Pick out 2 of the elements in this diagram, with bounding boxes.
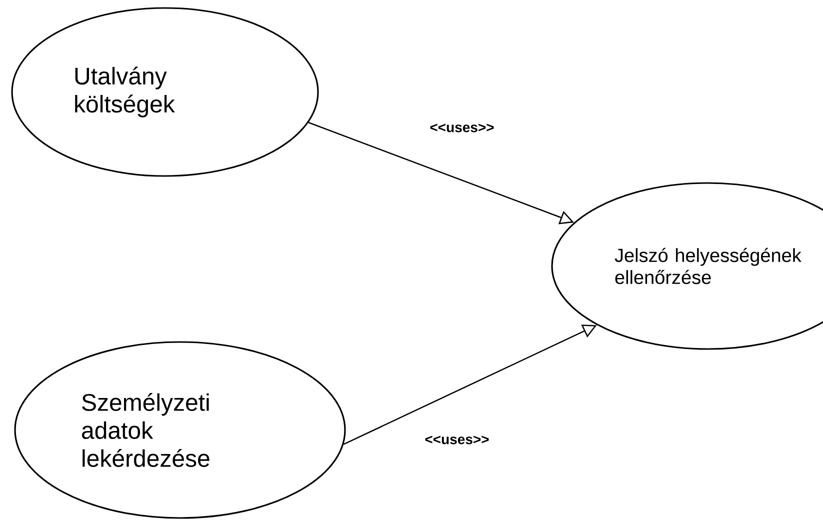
edge-label: <<uses>> <box>430 124 494 132</box>
edge-label: <<uses>> <box>425 436 489 444</box>
